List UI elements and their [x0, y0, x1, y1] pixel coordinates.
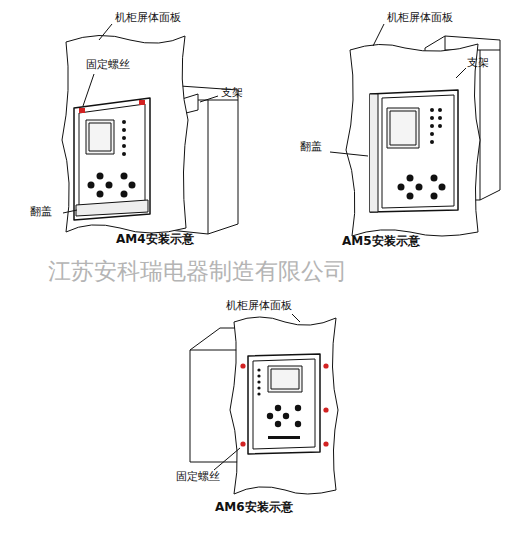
part-label: 固定螺丝 — [86, 58, 130, 71]
part-label: 翻盖 — [30, 205, 52, 218]
am6-drawing — [190, 314, 338, 494]
part-label: 支架 — [467, 56, 489, 69]
am4-drawing — [62, 24, 238, 234]
figure-caption: AM6安装示意 — [215, 500, 293, 514]
part-label: 机柜屏体面板 — [226, 299, 292, 312]
part-label: 机柜屏体面板 — [115, 11, 181, 24]
figure-caption: AM5安装示意 — [342, 234, 420, 248]
am5-drawing — [330, 24, 500, 236]
part-label: 机柜屏体面板 — [387, 11, 453, 24]
part-label: 翻盖 — [300, 140, 322, 153]
figure-caption: AM4安装示意 — [116, 232, 194, 246]
watermark: 江苏安科瑞电器制造有限公司 — [48, 258, 347, 286]
part-label: 固定螺丝 — [176, 470, 220, 483]
part-label: 支架 — [221, 86, 243, 99]
